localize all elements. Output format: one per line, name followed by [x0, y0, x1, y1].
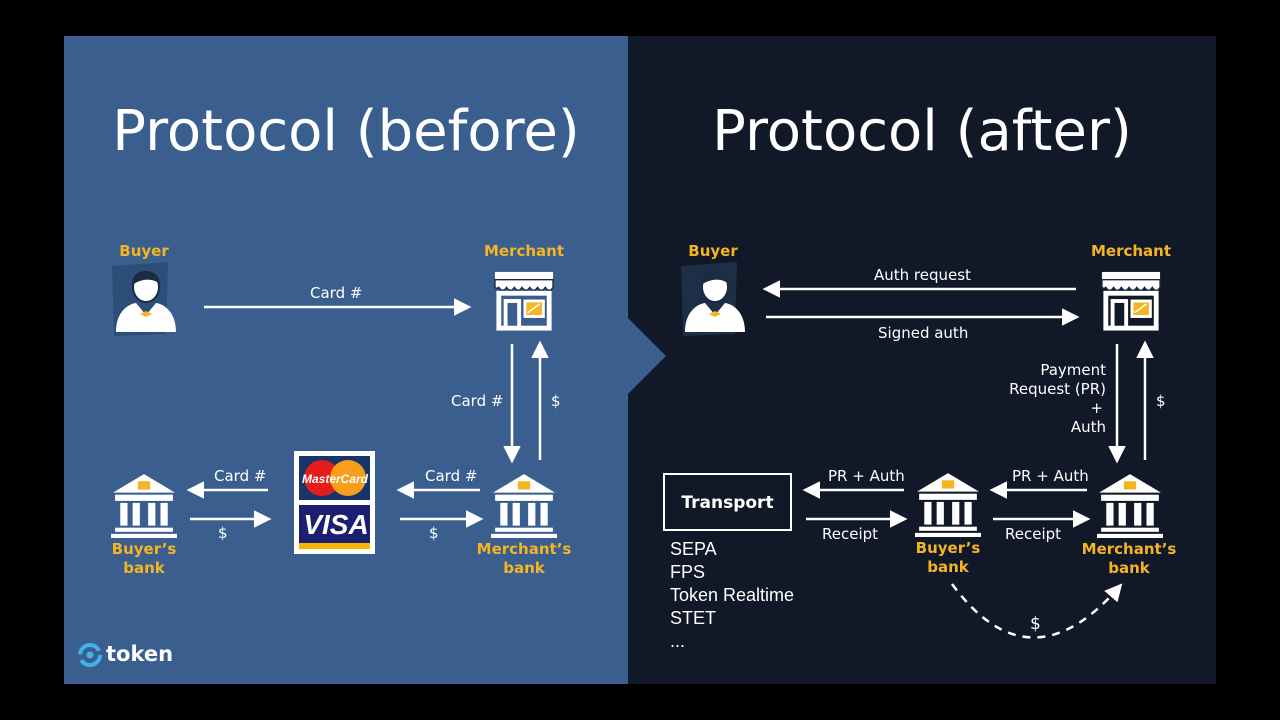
label-mbank-to-merchant: $	[551, 392, 561, 410]
label-mbank-to-cards: Card #	[425, 467, 478, 485]
payment-request-line-4: Auth	[1070, 418, 1106, 436]
left-merchant-label: Merchant	[483, 242, 565, 260]
transport-label: Transport	[681, 493, 774, 513]
left-buyer-label: Buyer	[119, 242, 169, 260]
visa-logo-text: VISA	[303, 509, 368, 540]
label-cards-to-bbank: Card #	[214, 467, 267, 485]
title-after: Protocol (after)	[712, 99, 1132, 164]
right-merchants-bank-label: Merchant’s bank	[1081, 540, 1177, 577]
label-settlement: $	[1030, 614, 1041, 634]
label-mbank-to-bbank: PR + Auth	[1012, 467, 1089, 485]
rail-stet: STET	[670, 608, 717, 628]
rail-sepa: SEPA	[670, 539, 717, 559]
label-auth-request: Auth request	[874, 266, 971, 284]
label-transport-to-bbank: Receipt	[822, 525, 879, 543]
brand-name: token	[106, 642, 174, 666]
label-bbank-to-cards: $	[218, 524, 228, 542]
left-merchants-bank-label: Merchant’s bank	[476, 540, 572, 577]
left-buyers-bank-label: Buyer’s bank	[111, 540, 177, 577]
label-merchant-to-mbank: Card #	[451, 392, 504, 410]
transport-box	[663, 473, 792, 531]
title-before: Protocol (before)	[112, 99, 580, 164]
token-logo-icon	[78, 643, 102, 667]
card-network-logos	[294, 451, 375, 554]
payment-request-line-3: +	[1090, 399, 1103, 417]
payment-request-line-1: Payment	[1040, 361, 1106, 379]
left-buyer-icon	[112, 262, 177, 336]
right-buyer-icon	[681, 262, 746, 336]
label-bbank-to-transport: PR + Auth	[828, 467, 905, 485]
label-cards-to-mbank: $	[429, 524, 439, 542]
label-mbank-to-merchant-right: $	[1156, 392, 1166, 410]
label-buyer-to-merchant: Card #	[310, 284, 363, 302]
right-buyer-label: Buyer	[688, 242, 738, 260]
label-payment-request: Payment Request (PR) + Auth	[990, 361, 1106, 437]
rail-token-realtime: Token Realtime	[670, 585, 795, 605]
label-bbank-to-mbank: Receipt	[1005, 525, 1062, 543]
mastercard-logo-text: MasterCard	[302, 472, 369, 486]
rail-fps: FPS	[670, 562, 706, 582]
left-panel	[64, 36, 628, 684]
rail-more: ...	[670, 631, 686, 651]
payment-request-line-2: Request (PR)	[1009, 380, 1106, 398]
label-signed-auth: Signed auth	[878, 324, 969, 342]
arrow-settlement-dashed	[950, 583, 1123, 639]
right-buyers-bank-label: Buyer’s bank	[915, 539, 981, 576]
right-merchant-label: Merchant	[1090, 242, 1172, 260]
panel-divider-chevron	[628, 318, 666, 394]
